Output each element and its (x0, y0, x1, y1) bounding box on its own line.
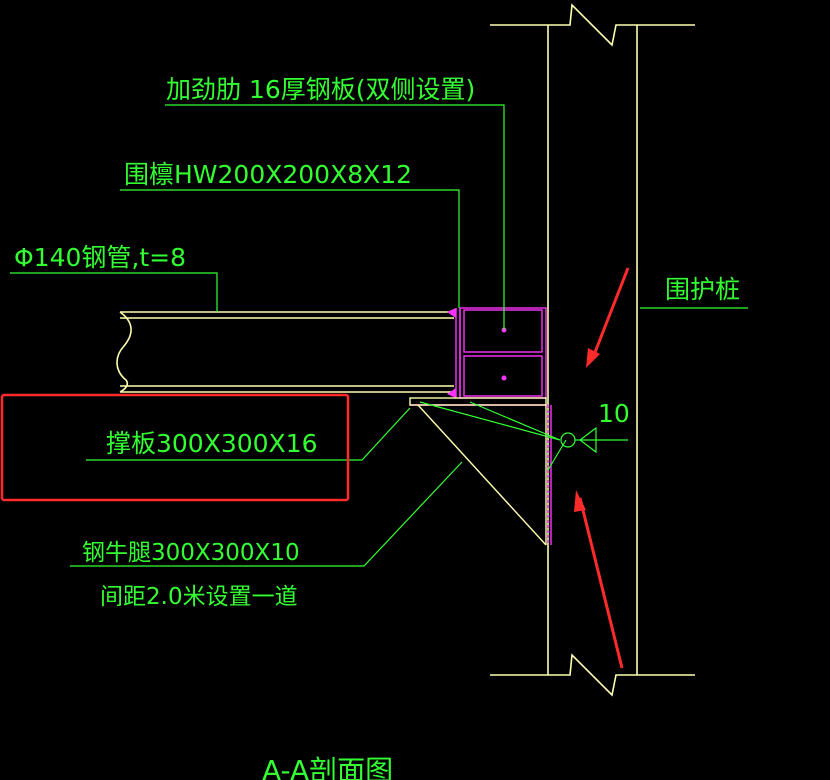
arrow-lower-head (574, 490, 586, 512)
stiffener-dot-lower (501, 375, 507, 381)
label-waling: 围檩HW200X200X8X12 (124, 160, 412, 189)
label-retaining-pile: 围护桩 (665, 275, 740, 304)
leader-waling (120, 189, 460, 308)
arrow-lower-shaft (578, 497, 624, 669)
label-steel-pipe: Φ140钢管,t=8 (14, 243, 186, 272)
waling-lower-cell (463, 355, 543, 397)
arrow-upper-head (586, 348, 600, 368)
pile-break-bottom (490, 653, 695, 697)
section-title: A-A剖面图 (262, 754, 393, 780)
label-weld-size: 10 (598, 399, 630, 428)
highlight-marks (0, 267, 630, 669)
fillet-weld-flag (579, 426, 597, 454)
leader-bracket (70, 461, 463, 567)
steel-components (410, 307, 552, 545)
bracket-diagonal (417, 404, 547, 546)
leader-brace-plate (86, 407, 411, 461)
label-brace-plate: 撑板300X300X16 (106, 429, 318, 458)
leader-stiffener (165, 104, 505, 330)
pile-break-top (490, 3, 695, 47)
waling-upper-cell (463, 309, 543, 353)
pipe-break-end (116, 311, 132, 393)
label-spacing: 间距2.0米设置一道 (100, 584, 298, 610)
label-stiffener: 加劲肋 16厚钢板(双侧设置) (166, 75, 475, 104)
weld-leader-1 (419, 401, 561, 441)
retaining-pile (490, 3, 695, 697)
annotations: 加劲肋 16厚钢板(双侧设置) 围檩HW200X200X8X12 Φ140钢管,… (14, 75, 740, 780)
arrow-upper-shaft (590, 267, 630, 361)
weld-bottom (447, 388, 456, 398)
highlight-box-brace-plate (0, 393, 350, 502)
steel-pipe (116, 311, 454, 393)
weld-marks (447, 308, 507, 398)
label-bracket: 钢牛腿300X300X10 (82, 540, 300, 566)
weld-leader-2 (469, 401, 561, 441)
leader-lines (10, 104, 748, 567)
weld-top (447, 308, 456, 318)
leader-steel-pipe (10, 272, 218, 312)
